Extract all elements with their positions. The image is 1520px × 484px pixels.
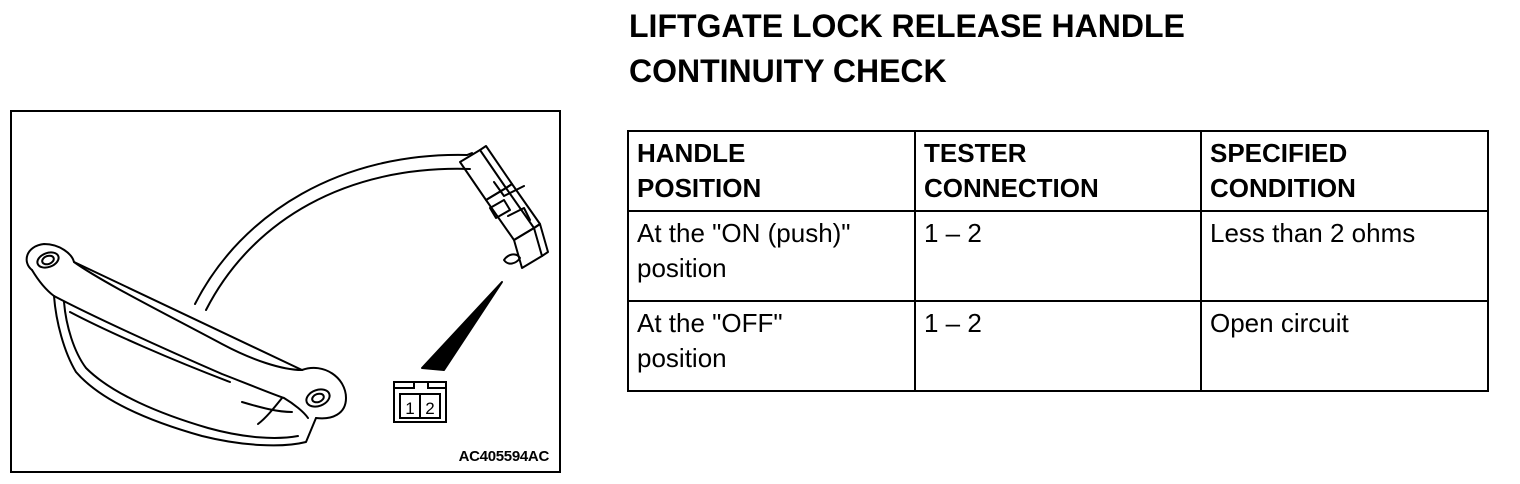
page-title-line-1: LIFTGATE LOCK RELEASE HANDLE [629,8,1185,44]
page-title: LIFTGATE LOCK RELEASE HANDLE CONTINUITY … [629,4,1489,94]
cell-tester-connection: 1 – 2 [914,300,1202,392]
cell-handle-position: At the "ON (push)"position [627,210,916,302]
handle-illustration-frame: 1 2 AC405594AC [10,110,561,473]
table-row: At the "OFF"position 1 – 2 Open circuit [627,300,1489,392]
figure-code: AC405594AC [458,448,550,465]
table-row: At the "ON (push)"position 1 – 2 Less th… [627,210,1489,302]
wire-harness-outer [194,153,468,305]
cell-tester-connection: 1 – 2 [914,210,1202,302]
cell-handle-position: At the "OFF"position [627,300,916,392]
cell-specified-condition: Less than 2 ohms [1200,210,1489,302]
cell-specified-condition: Open circuit [1200,300,1489,392]
handle-plate [25,243,347,447]
wire-harness-inner [205,167,471,311]
pointer-leader [421,281,503,371]
connector-pin-symbol: 1 2 [393,381,447,423]
connector-pin-2-label: 2 [425,399,434,418]
connector-body [459,145,549,269]
page-title-line-2: CONTINUITY CHECK [629,53,947,89]
liftgate-handle-illustration: 1 2 [25,145,549,447]
connector-pin-1-label: 1 [405,399,414,418]
